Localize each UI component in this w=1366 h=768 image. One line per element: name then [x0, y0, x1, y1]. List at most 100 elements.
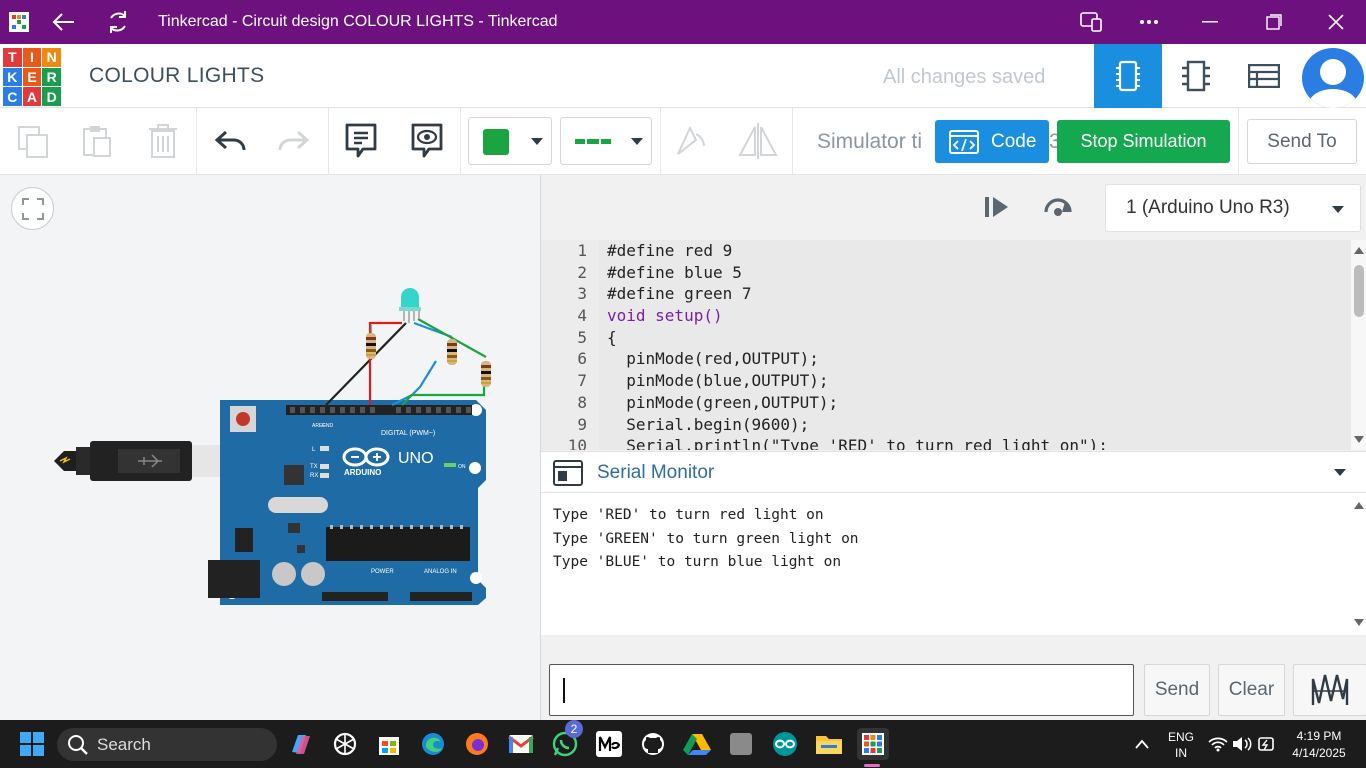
chevron-down-icon [1332, 206, 1344, 213]
arduino-icon[interactable] [769, 728, 801, 760]
restart-button[interactable] [1041, 192, 1075, 227]
scroll-thumb[interactable] [1354, 265, 1364, 317]
copy-button[interactable] [12, 116, 54, 166]
fit-view-button[interactable] [11, 187, 54, 230]
gmail-icon[interactable] [505, 728, 537, 760]
serial-input[interactable] [549, 664, 1134, 716]
explorer-icon[interactable] [813, 728, 845, 760]
wifi-icon[interactable] [1206, 728, 1230, 760]
code-line[interactable]: pinMode(red,OUTPUT); [607, 349, 819, 369]
serial-monitor-header[interactable]: Serial Monitor [541, 451, 1366, 493]
wire-type-dropdown[interactable] [560, 117, 652, 165]
firefox-icon[interactable] [461, 728, 493, 760]
code-line[interactable]: pinMode(green,OUTPUT); [607, 392, 839, 412]
plotter-button[interactable] [1293, 664, 1366, 716]
flip-button[interactable] [736, 116, 780, 166]
battery-icon[interactable] [1254, 728, 1278, 760]
wires[interactable] [325, 318, 487, 406]
refresh-icon[interactable] [100, 0, 136, 44]
code-line[interactable]: Serial.println("Type 'RED' to turn red l… [607, 436, 1108, 450]
language-indicator[interactable]: ENG IN [1167, 730, 1194, 760]
device-select[interactable]: 1 (Arduino Uno R3) [1105, 184, 1361, 232]
clock[interactable]: 4:19 PM 4/14/2025 [1292, 729, 1346, 760]
resistor[interactable] [481, 361, 491, 387]
taskbar-search[interactable]: Search [57, 728, 277, 761]
app-icon [6, 0, 32, 44]
send-button[interactable]: Send [1144, 664, 1210, 716]
active-app-indicator [864, 764, 880, 767]
drive-icon[interactable] [681, 728, 713, 760]
send-to-button[interactable]: Send To [1247, 119, 1357, 164]
stop-simulation-button[interactable]: Stop Simulation [1057, 120, 1230, 163]
code-line[interactable]: void setup() [607, 306, 723, 326]
arduino-circuit[interactable]: AREF GND DIGITAL (PWM~) L TX RX ARDUINO … [40, 275, 500, 615]
whatsapp-icon[interactable]: 2 [549, 720, 583, 760]
paste-button[interactable] [76, 116, 118, 166]
copilot-icon[interactable] [285, 728, 317, 760]
arduino-board[interactable]: AREF GND DIGITAL (PWM~) L TX RX ARDUINO … [208, 400, 486, 605]
undo-button[interactable] [210, 116, 252, 166]
scroll-down-icon[interactable] [1354, 436, 1364, 444]
maximize-icon[interactable] [1256, 0, 1292, 44]
code-line[interactable]: #define blue 5 [607, 262, 742, 282]
code-line[interactable]: pinMode(blue,OUTPUT); [607, 371, 829, 391]
code-line[interactable]: Serial.begin(9600); [607, 414, 810, 434]
rotate-button[interactable] [670, 116, 712, 166]
pin-gnd-label: GND [322, 423, 334, 429]
circuit-view-button[interactable] [1094, 44, 1162, 108]
whatsapp-badge: 2 [565, 720, 583, 738]
notes-button[interactable] [340, 116, 382, 166]
medium-icon[interactable] [593, 728, 625, 760]
volume-icon[interactable] [1230, 728, 1254, 760]
github-icon[interactable] [637, 728, 669, 760]
logo-letter: A [22, 87, 42, 106]
close-icon[interactable] [1318, 0, 1354, 44]
redo-button[interactable] [272, 116, 314, 166]
more-icon[interactable] [1132, 0, 1166, 44]
minimize-icon[interactable] [1192, 0, 1228, 44]
scroll-up-icon[interactable] [1354, 246, 1364, 254]
back-icon[interactable] [46, 0, 82, 44]
color-dropdown[interactable] [468, 117, 552, 165]
component-list-button[interactable] [1230, 44, 1298, 108]
circuit-view-icon [1116, 60, 1140, 92]
scroll-up-icon[interactable] [1354, 501, 1364, 509]
schematic-view-button[interactable] [1162, 44, 1230, 108]
code-line[interactable]: #define green 7 [607, 284, 752, 304]
tray-chevron-icon[interactable] [1128, 728, 1156, 760]
tinkercad-icon[interactable] [857, 728, 889, 760]
logo-letter: T [3, 48, 22, 67]
serial-scrollbar[interactable] [1351, 493, 1366, 635]
app-icon[interactable] [725, 728, 757, 760]
code-button[interactable]: Code [935, 120, 1049, 163]
delete-button[interactable] [142, 116, 184, 166]
edge-icon[interactable] [417, 728, 449, 760]
circuit-canvas[interactable]: AREF GND DIGITAL (PWM~) L TX RX ARDUINO … [0, 175, 540, 720]
resistor[interactable] [366, 325, 376, 359]
code-line[interactable]: #define red 9 [607, 241, 733, 260]
project-name[interactable]: COLOUR LIGHTS [89, 64, 265, 87]
flip-icon [738, 123, 778, 159]
chatgpt-icon[interactable] [329, 728, 361, 760]
clear-button[interactable]: Clear [1218, 664, 1285, 716]
code-line[interactable]: { [607, 327, 617, 347]
notes-visibility-button[interactable] [406, 116, 448, 166]
resistor[interactable] [447, 339, 457, 365]
scroll-down-icon[interactable] [1354, 619, 1364, 627]
start-icon[interactable] [16, 728, 48, 760]
editor-scrollbar[interactable] [1351, 240, 1366, 450]
rgb-led[interactable] [399, 288, 421, 323]
power-label: POWER [371, 569, 394, 575]
logo-letter: N [42, 48, 61, 67]
save-status: All changes saved [883, 66, 1046, 88]
cast-icon[interactable] [1074, 0, 1108, 44]
step-button[interactable] [981, 192, 1011, 227]
code-text[interactable]: #define red 9 #define blue 5#define green… [607, 240, 1108, 450]
store-icon[interactable] [373, 728, 405, 760]
chevron-down-icon[interactable] [1334, 469, 1346, 477]
user-avatar[interactable] [1302, 48, 1364, 108]
